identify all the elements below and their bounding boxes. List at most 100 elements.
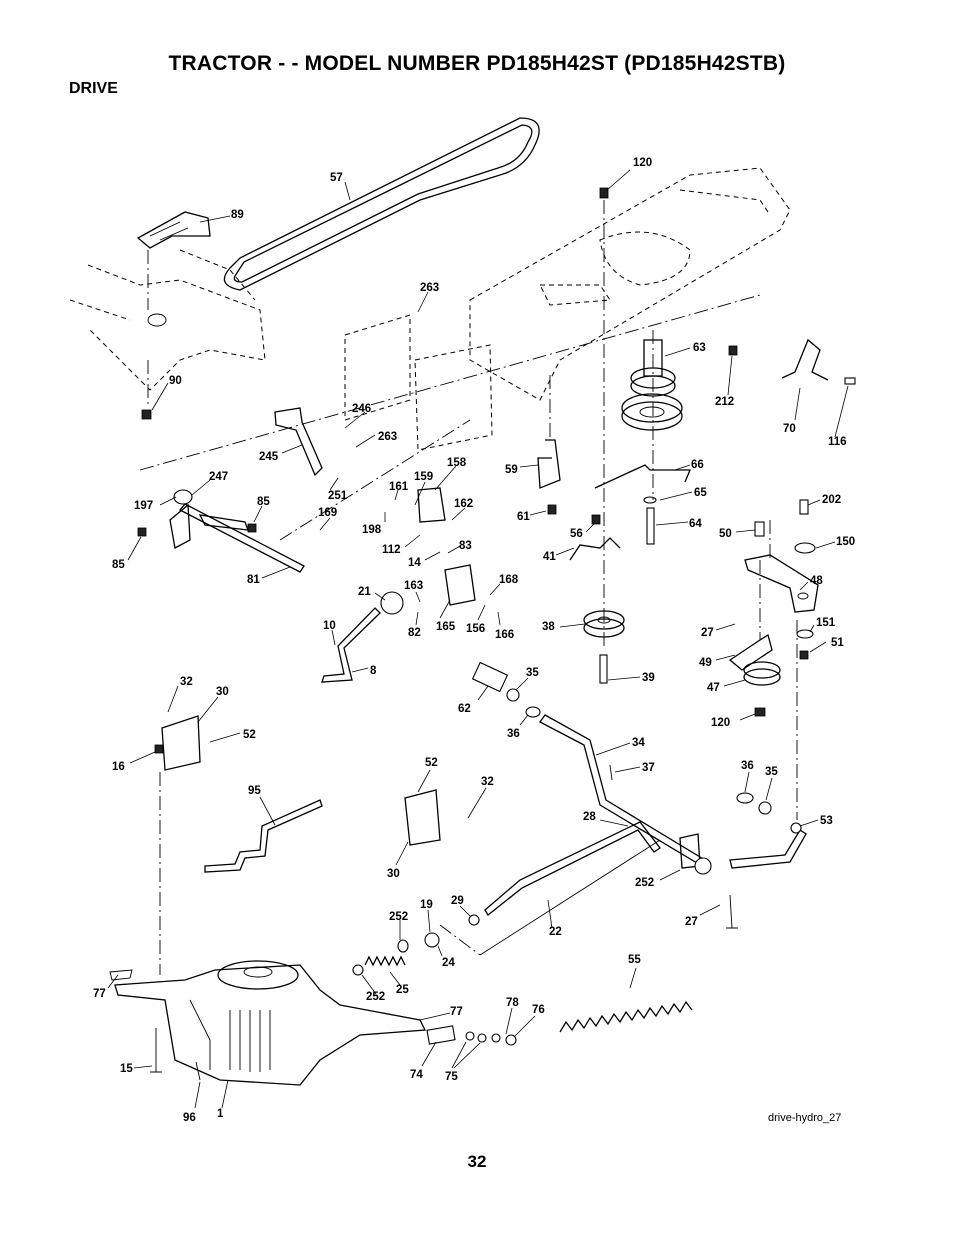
callout-49: 49: [699, 657, 712, 669]
callout-62: 62: [458, 703, 471, 715]
callout-212: 212: [715, 396, 734, 408]
callout-81: 81: [247, 574, 260, 586]
callout-166: 166: [495, 629, 514, 641]
callout-10: 10: [323, 620, 336, 632]
callout-25: 25: [396, 984, 409, 996]
callout-112: 112: [382, 544, 401, 556]
callout-70: 70: [783, 423, 796, 435]
callout-76: 76: [532, 1004, 545, 1016]
callout-27: 27: [685, 916, 698, 928]
callout-251: 251: [328, 490, 348, 502]
callout-64: 64: [689, 518, 702, 530]
callout-41: 41: [543, 551, 556, 563]
callout-252: 252: [635, 877, 654, 889]
callout-14: 14: [408, 557, 421, 569]
section-heading: DRIVE: [69, 80, 118, 97]
callout-75: 75: [445, 1071, 458, 1083]
callout-52: 52: [243, 729, 256, 741]
page-number: 32: [467, 1152, 487, 1171]
drawing-reference: drive-hydro_27: [768, 1112, 842, 1124]
callout-197: 197: [134, 500, 153, 512]
callout-168: 168: [499, 574, 519, 586]
springs: [364, 955, 693, 1033]
assembly-drop-lines: [147, 200, 798, 975]
part-callouts: 57 120 89 263 90 63 212 70 116 246 263 2…: [93, 157, 855, 1124]
callout-252: 252: [366, 991, 385, 1003]
callout-151: 151: [816, 617, 836, 629]
callout-15: 15: [120, 1063, 133, 1075]
hardware: [137, 187, 856, 1073]
callout-51: 51: [831, 637, 844, 649]
callout-252: 252: [389, 911, 408, 923]
callout-30: 30: [387, 868, 400, 880]
callout-78: 78: [506, 997, 519, 1009]
callout-169: 169: [318, 507, 337, 519]
callout-77: 77: [450, 1006, 463, 1018]
drive-belt: [223, 117, 540, 291]
callout-48: 48: [810, 575, 823, 587]
callout-89: 89: [231, 209, 244, 221]
callout-120: 120: [711, 717, 730, 729]
callout-37: 37: [642, 762, 655, 774]
callout-246: 246: [352, 403, 371, 415]
callout-65: 65: [694, 487, 707, 499]
callout-83: 83: [459, 540, 472, 552]
callout-95: 95: [248, 785, 261, 797]
callout-90: 90: [169, 375, 182, 387]
callout-116: 116: [828, 436, 847, 448]
callout-162: 162: [454, 498, 473, 510]
callout-38: 38: [542, 621, 555, 633]
callout-36: 36: [507, 728, 520, 740]
belt-guide-bracket: [136, 211, 211, 249]
callout-198: 198: [362, 524, 382, 536]
callout-50: 50: [719, 528, 732, 540]
callout-leaders: [107, 169, 849, 1109]
callout-22: 22: [549, 926, 562, 938]
callout-8: 8: [370, 665, 377, 677]
callout-77: 77: [93, 988, 106, 1000]
callout-24: 24: [442, 957, 455, 969]
callout-1: 1: [217, 1108, 224, 1120]
callout-96: 96: [183, 1112, 196, 1124]
callout-247: 247: [209, 471, 228, 483]
hydro-transmission: [109, 960, 427, 1086]
callout-82: 82: [408, 627, 421, 639]
callout-32: 32: [180, 676, 193, 688]
brackets: [161, 487, 819, 869]
callout-202: 202: [822, 494, 841, 506]
callout-21: 21: [358, 586, 371, 598]
callout-165: 165: [436, 621, 456, 633]
callout-53: 53: [820, 815, 833, 827]
callout-27: 27: [701, 627, 714, 639]
callout-57: 57: [330, 172, 343, 184]
small-idler-pulley: [743, 661, 781, 686]
callout-59: 59: [505, 464, 518, 476]
callout-28: 28: [583, 811, 596, 823]
callout-66: 66: [691, 459, 704, 471]
callout-263: 263: [420, 282, 439, 294]
callout-47: 47: [707, 682, 720, 694]
callout-16: 16: [112, 761, 125, 773]
callout-36: 36: [741, 760, 754, 772]
callout-61: 61: [517, 511, 530, 523]
callout-85: 85: [257, 496, 270, 508]
callout-245: 245: [259, 451, 279, 463]
callout-39: 39: [642, 672, 655, 684]
tractor-frame: [69, 167, 791, 541]
callout-19: 19: [420, 899, 433, 911]
callout-120: 120: [633, 157, 652, 169]
callout-34: 34: [632, 737, 645, 749]
callout-55: 55: [628, 954, 641, 966]
callout-150: 150: [836, 536, 855, 548]
callout-156: 156: [466, 623, 485, 635]
callout-163: 163: [404, 580, 423, 592]
callout-35: 35: [526, 667, 539, 679]
callout-85: 85: [112, 559, 125, 571]
callout-74: 74: [410, 1069, 423, 1081]
callout-159: 159: [414, 471, 433, 483]
callout-161: 161: [389, 481, 409, 493]
page-title: TRACTOR - - MODEL NUMBER PD185H42ST (PD1…: [168, 52, 786, 75]
callout-52: 52: [425, 757, 438, 769]
callout-35: 35: [765, 766, 778, 778]
